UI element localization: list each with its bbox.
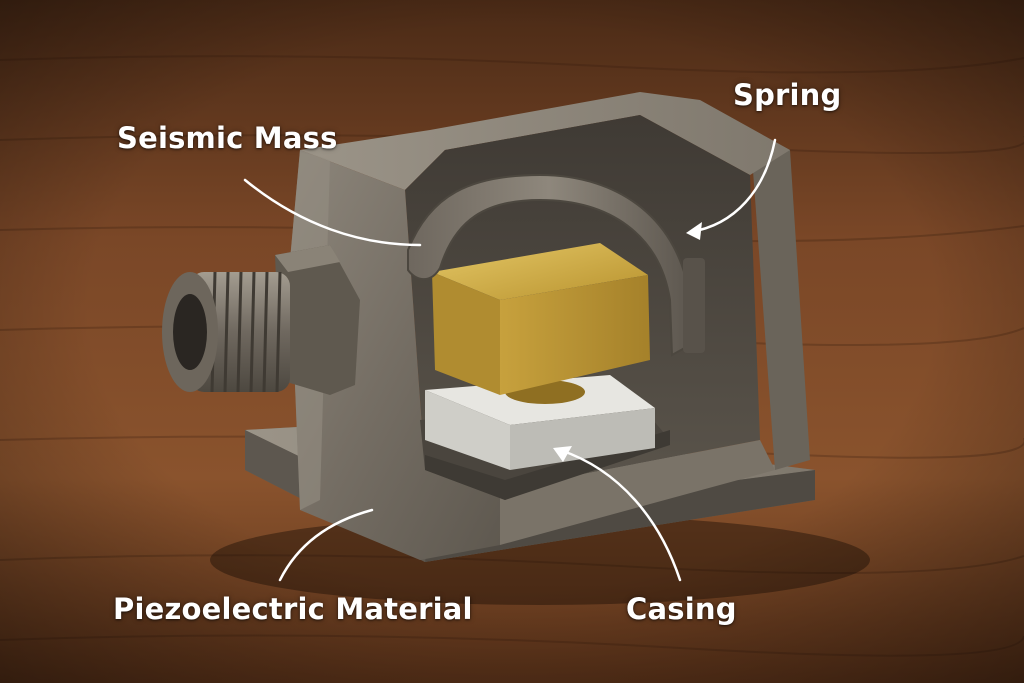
leader-lines — [243, 138, 777, 582]
label-casing: Casing — [626, 592, 737, 626]
label-spring: Spring — [733, 78, 842, 112]
spring-leader — [688, 138, 777, 234]
casing-arrowhead — [553, 446, 572, 462]
spring-arrowhead — [686, 222, 702, 240]
seismic-mass-leader — [243, 178, 422, 247]
piezo-leader — [278, 508, 374, 582]
label-seismic-mass: Seismic Mass — [117, 121, 338, 155]
casing-leader — [558, 448, 682, 582]
label-piezoelectric-material: Piezoelectric Material — [113, 592, 473, 626]
